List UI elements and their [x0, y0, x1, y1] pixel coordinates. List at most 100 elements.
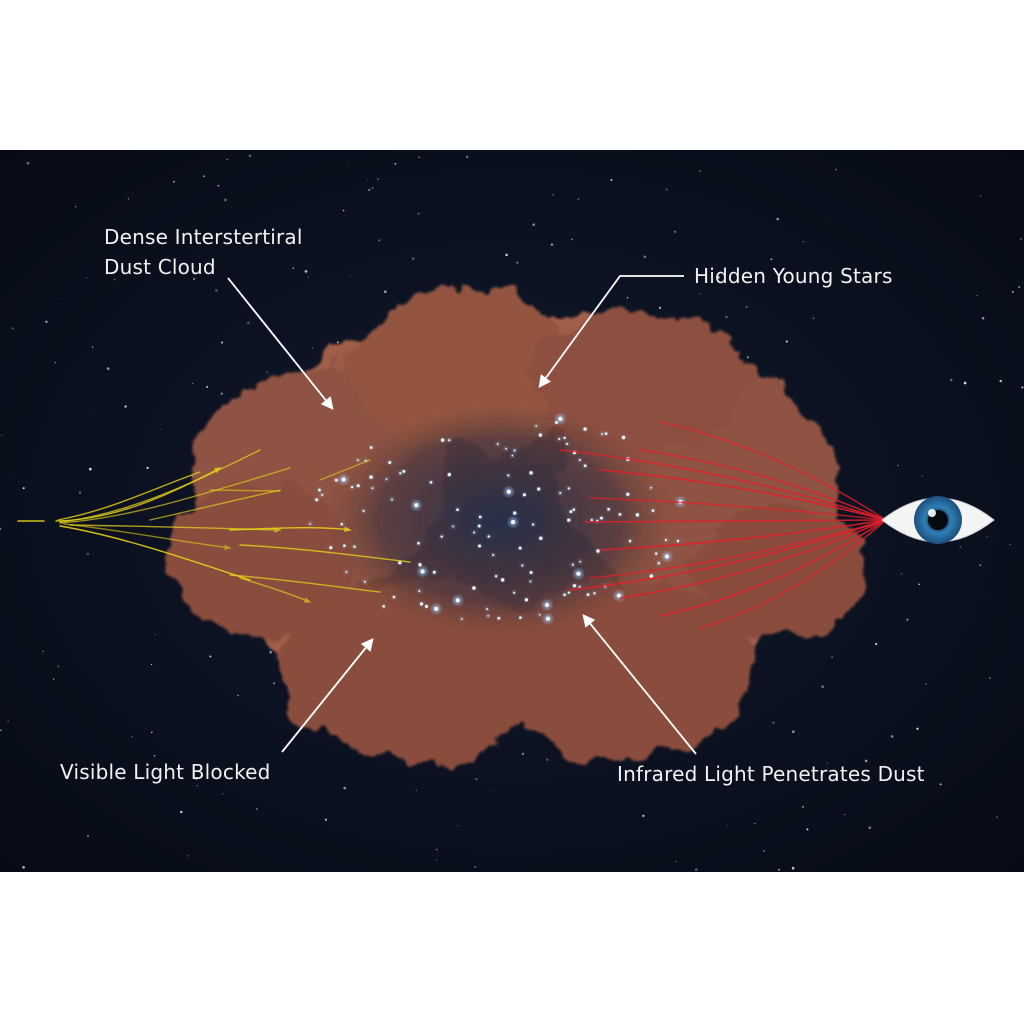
young-star: [513, 511, 517, 515]
background-star: [806, 828, 809, 831]
background-star: [292, 267, 295, 270]
young-star: [558, 416, 563, 421]
background-star: [273, 682, 276, 685]
visible-light-ray: [59, 525, 251, 581]
background-star: [127, 198, 129, 200]
young-star: [487, 615, 489, 617]
infrared-light-rays: [559, 421, 887, 629]
young-star: [554, 420, 559, 425]
background-star: [115, 313, 117, 314]
visible-light-ray: [239, 577, 312, 603]
background-star: [762, 850, 765, 852]
background-star: [215, 289, 218, 292]
young-star: [628, 539, 632, 543]
young-star: [535, 425, 538, 427]
young-star: [506, 489, 511, 494]
young-star: [362, 509, 365, 512]
young-star: [340, 523, 344, 526]
background-star: [342, 209, 345, 212]
young-star: [513, 591, 516, 594]
background-star: [217, 184, 220, 187]
background-star: [195, 776, 198, 780]
background-star: [153, 754, 156, 757]
background-star: [436, 859, 438, 861]
background-star: [1019, 238, 1022, 240]
background-star: [87, 835, 89, 838]
background-star: [532, 223, 536, 227]
young-star: [559, 491, 562, 495]
young-star: [369, 475, 373, 479]
young-star: [657, 562, 660, 565]
background-star: [900, 573, 903, 575]
young-star: [579, 560, 582, 563]
eye-icon: [881, 496, 995, 544]
background-star: [248, 154, 252, 158]
young-star: [391, 498, 393, 501]
diagram-canvas: Dense Interstertiral Dust Cloud Hidden Y…: [0, 150, 1024, 872]
young-star: [676, 539, 680, 543]
young-star: [510, 519, 516, 525]
background-star: [778, 868, 780, 871]
young-star: [417, 541, 420, 545]
background-star: [343, 786, 347, 790]
young-star: [402, 469, 406, 473]
young-star: [529, 571, 533, 574]
young-star: [456, 508, 459, 512]
background-star: [172, 180, 175, 183]
young-star: [432, 570, 436, 574]
young-star: [414, 503, 419, 508]
young-star: [334, 478, 338, 482]
young-star: [593, 592, 596, 595]
infrared-ray: [699, 519, 887, 629]
visible-light-ray: [57, 471, 201, 521]
background-star: [255, 807, 258, 811]
background-star: [831, 656, 833, 658]
young-star: [563, 436, 566, 440]
young-star: [578, 585, 581, 588]
background-star: [415, 789, 418, 792]
young-star: [524, 598, 529, 602]
young-star: [494, 575, 498, 578]
background-star: [221, 793, 224, 795]
background-star: [785, 340, 788, 343]
young-star: [544, 602, 550, 608]
young-star: [565, 442, 568, 445]
infrared-ray: [559, 449, 887, 521]
background-star: [1011, 290, 1014, 293]
background-star: [371, 187, 374, 190]
background-star: [304, 270, 308, 273]
young-star: [487, 535, 490, 538]
background-star: [206, 385, 209, 388]
background-star: [26, 161, 30, 165]
young-star: [420, 569, 425, 574]
background-star: [45, 320, 48, 324]
young-star: [350, 485, 354, 489]
young-star: [385, 478, 388, 481]
background-star: [22, 487, 25, 490]
young-star: [650, 486, 652, 489]
background-star: [694, 868, 698, 871]
background-star: [88, 409, 90, 411]
background-star: [570, 238, 573, 241]
background-star: [312, 347, 314, 349]
background-star: [577, 198, 580, 201]
young-star: [513, 449, 516, 452]
young-star: [538, 433, 543, 437]
background-star: [986, 536, 988, 538]
young-star: [447, 472, 452, 477]
background-star: [791, 866, 795, 870]
young-star: [329, 546, 333, 550]
infrared-ray: [599, 519, 887, 551]
background-star: [890, 735, 894, 738]
background-star: [643, 255, 647, 259]
background-star: [7, 720, 9, 722]
visible-light-blocked-label: Visible Light Blocked: [60, 760, 271, 784]
background-star: [959, 546, 961, 548]
background-star: [86, 277, 88, 279]
background-star: [203, 175, 205, 178]
hidden-young-stars-cluster: [307, 413, 686, 624]
background-star: [770, 375, 772, 377]
young-star: [649, 574, 654, 578]
background-star: [875, 642, 878, 646]
young-star: [440, 438, 445, 442]
